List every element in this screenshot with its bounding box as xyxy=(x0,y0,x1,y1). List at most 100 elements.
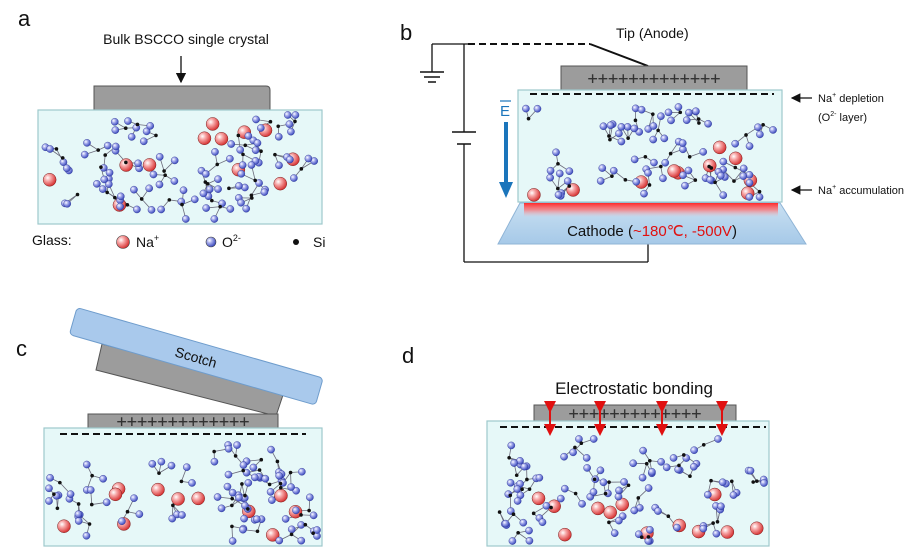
silicon-atom xyxy=(687,154,692,159)
silicon-atom xyxy=(733,165,738,170)
oxygen-ion xyxy=(239,525,247,534)
sodium-ion xyxy=(171,492,185,506)
glass-atoms-a xyxy=(41,111,318,223)
silicon-atom xyxy=(579,441,584,446)
silicon-atom xyxy=(233,454,238,458)
oxygen-ions xyxy=(41,111,318,223)
oxygen-ion xyxy=(578,500,586,508)
oxygen-ion xyxy=(135,510,144,518)
oxygen-ion xyxy=(257,124,265,132)
oxygen-ion xyxy=(648,468,656,476)
oxygen-ion xyxy=(649,122,658,130)
oxygen-ion xyxy=(211,148,219,156)
oxygen-ion xyxy=(292,506,300,515)
sodium-ion xyxy=(750,521,764,536)
oxygen-ion xyxy=(555,169,564,178)
oxygen-ion xyxy=(182,215,190,223)
oxygen-ion xyxy=(149,170,158,179)
oxygen-ion xyxy=(615,516,623,525)
silicon-atom xyxy=(273,152,277,157)
oxygen-ion xyxy=(287,483,295,491)
crystal-label: Bulk BSCCO single crystal xyxy=(103,31,269,47)
silicon-atom xyxy=(610,174,614,178)
oxygen-ion xyxy=(235,493,243,502)
silicon-atom xyxy=(278,485,283,490)
oxygen-ion xyxy=(629,459,637,468)
oxygen-ion xyxy=(654,507,662,515)
oxygen-ion xyxy=(247,161,256,169)
oxygen-ion xyxy=(147,206,156,214)
oxygen-ion xyxy=(274,132,283,141)
silicon-atom xyxy=(701,442,706,447)
oxygen-ion xyxy=(155,153,164,161)
oxygen-ion xyxy=(632,178,641,186)
silicon-atom xyxy=(516,530,520,535)
oxygen-ion xyxy=(569,448,577,457)
oxygen-ion xyxy=(74,510,83,519)
silicon-atom xyxy=(123,126,128,130)
oxygen-ion xyxy=(111,126,120,134)
oxygen-ion xyxy=(297,536,306,545)
silicon-atom xyxy=(549,505,553,510)
oxygen-ion xyxy=(148,460,157,468)
silicon-atom xyxy=(99,165,103,169)
silicon-atom xyxy=(241,468,246,473)
oxygen-ion xyxy=(228,537,237,545)
oxygen-ion xyxy=(538,518,547,527)
oxygen-ion xyxy=(223,482,232,491)
silicon-atom xyxy=(275,459,280,464)
silicon-atom xyxy=(732,179,736,183)
silicon-atom xyxy=(205,181,210,186)
legend-na-ion xyxy=(116,235,130,249)
silicon-atom xyxy=(761,123,765,127)
oxygen-ion xyxy=(82,460,91,469)
silicon-atom xyxy=(659,164,663,169)
silicon-atoms xyxy=(52,449,315,537)
silicon-atom xyxy=(76,502,81,506)
silicon-atom xyxy=(243,493,247,498)
oxygen-ion xyxy=(168,514,177,523)
oxygen-ion xyxy=(244,479,253,487)
silicon-atoms xyxy=(497,441,759,540)
oxygen-ion xyxy=(712,529,721,538)
oxygen-ion xyxy=(142,127,151,136)
oxygen-ion xyxy=(717,171,725,180)
oxygen-ion xyxy=(719,157,728,166)
oxygen-ion xyxy=(283,111,292,119)
silicon-atom xyxy=(278,481,283,486)
silicon-atom xyxy=(179,479,184,484)
oxygen-ion xyxy=(640,189,648,198)
oxygen-ion xyxy=(717,502,725,511)
oxygen-ion xyxy=(62,164,71,173)
silicon-atom xyxy=(210,198,214,203)
silicon-atom xyxy=(96,148,101,152)
oxygen-ion xyxy=(546,166,555,175)
oxygen-ion xyxy=(240,514,248,523)
silicon-atom xyxy=(636,496,641,500)
silicon-atom xyxy=(240,482,244,486)
oxygen-ion xyxy=(684,166,693,175)
oxygen-ion xyxy=(706,175,715,184)
oxygen-ion xyxy=(205,185,214,194)
panel-b: b Tip (Anode) +++++++++++++ xyxy=(400,20,904,263)
silicon-atom xyxy=(259,149,263,154)
legend-o-ion xyxy=(205,236,217,248)
bscco-crystal-b xyxy=(560,65,748,91)
silicon-atom xyxy=(668,151,673,156)
glass-atoms-d xyxy=(497,435,768,545)
oxygen-ion xyxy=(290,174,298,182)
sodium-ion xyxy=(205,117,220,131)
legend: Glass: Na+ O2- Si xyxy=(32,232,325,250)
silicon-atom xyxy=(678,110,683,115)
silicon-atom xyxy=(626,136,630,140)
oxygen-ion xyxy=(513,485,522,493)
oxygen-ion xyxy=(100,175,109,184)
accumulation-label: Na+ accumulation xyxy=(818,184,904,197)
oxygen-ion xyxy=(251,146,260,154)
oxygen-ion xyxy=(610,529,619,537)
oxygen-ion xyxy=(291,111,300,119)
silicon-atom xyxy=(249,193,254,198)
silicon-atom xyxy=(293,119,297,124)
silicon-atom xyxy=(626,483,631,488)
oxygen-ion xyxy=(260,188,269,196)
